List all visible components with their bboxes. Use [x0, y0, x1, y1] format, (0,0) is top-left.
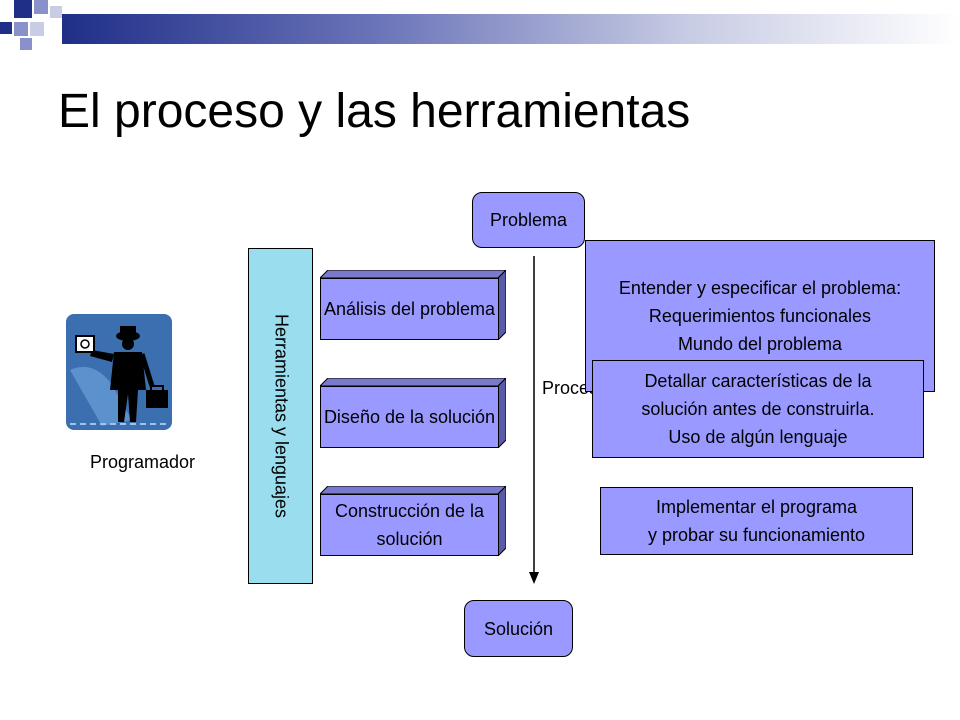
programmer-clipart-icon: [66, 314, 172, 430]
problem-box: Problema: [472, 192, 585, 248]
tools-label: Herramientas y lenguajes: [271, 313, 291, 519]
step-construction-label: Construcción de la solución: [320, 494, 499, 556]
programmer-label: Programador: [90, 452, 196, 472]
header-bar: [62, 14, 960, 44]
page-title: El proceso y las herramientas: [58, 85, 691, 138]
step-design: Diseño de la solución: [320, 378, 506, 448]
step-construction: Construcción de la solución: [320, 486, 506, 556]
step-design-label: Diseño de la solución: [320, 386, 499, 448]
process-arrow: [529, 256, 539, 584]
step-analysis: Análisis del problema: [320, 270, 506, 340]
corner-squares-icon: [0, 0, 62, 50]
construction-description: Implementar el programa y probar su func…: [600, 487, 913, 555]
header-decoration: [0, 0, 960, 50]
tools-box: Herramientas y lenguajes: [248, 248, 313, 584]
design-description: Detallar características de la solución …: [592, 360, 924, 458]
solution-box: Solución: [464, 600, 573, 657]
step-analysis-label: Análisis del problema: [320, 278, 499, 340]
